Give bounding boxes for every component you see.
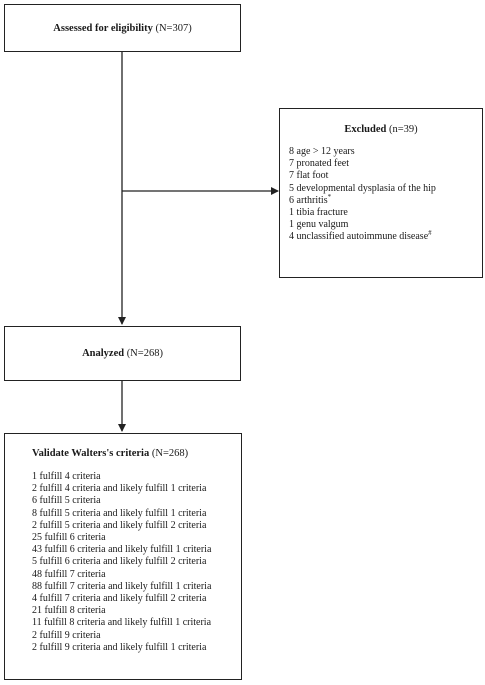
excluded-item: 5 developmental dysplasia of the hip xyxy=(289,183,482,195)
assessed-title: Assessed for eligibility (N=307) xyxy=(53,23,191,34)
validate-item: 48 fulfill 7 criteria xyxy=(32,568,106,580)
validate-item: 1 fulfill 4 criteria xyxy=(32,471,101,482)
excluded-item: 7 flat foot xyxy=(289,170,482,182)
validate-item: 25 fulfill 6 criteria xyxy=(32,532,106,544)
validate-item: 5 fulfill 6 criteria and likely fulfill … xyxy=(32,556,207,568)
excluded-item-text: 7 flat foot xyxy=(289,170,329,182)
excluded-item-text: 1 tibia fracture xyxy=(289,207,348,219)
analyzed-box: Analyzed (N=268) xyxy=(4,326,241,381)
validate-item: 4 fulfill 7 criteria and likely fulfill … xyxy=(32,593,207,605)
analyzed-label: Analyzed xyxy=(82,348,125,359)
excluded-item-text: 8 age > 12 years xyxy=(289,146,355,157)
excluded-label: Excluded xyxy=(344,124,387,135)
footnote-mark: # xyxy=(428,229,432,238)
excluded-count: (n=39) xyxy=(388,124,418,135)
validate-item: 2 fulfill 4 criteria and likely fulfill … xyxy=(32,483,207,495)
validate-count: (N=268) xyxy=(151,448,189,459)
validate-item: 2 fulfill 5 criteria and likely fulfill … xyxy=(32,519,207,531)
footnote-mark: * xyxy=(327,192,332,201)
excluded-item: 1 genu valgum xyxy=(289,219,482,231)
assessed-count: (N=307) xyxy=(155,22,192,34)
assessed-label: Assessed for eligibility xyxy=(53,22,153,34)
excluded-item-text: 7 pronated feet xyxy=(289,158,349,170)
validate-label: Validate Walters's criteria xyxy=(32,448,150,459)
validate-item: 8 fulfill 5 criteria and likely fulfill … xyxy=(32,507,207,519)
validate-item: 43 fulfill 6 criteria and likely fulfill… xyxy=(32,544,212,556)
validate-item: 88 fulfill 7 criteria and likely fulfill… xyxy=(32,580,212,592)
excluded-item-text: 5 developmental dysplasia of the hip xyxy=(289,182,436,194)
validate-item: 2 fulfill 9 criteria xyxy=(32,629,101,641)
excluded-item: 7 pronated feet xyxy=(289,158,482,170)
validate-box: Validate Walters's criteria (N=268) 1 fu… xyxy=(4,433,242,680)
analyzed-title: Analyzed (N=268) xyxy=(82,348,163,359)
excluded-item-text: 6 arthritis xyxy=(289,194,328,206)
excluded-item: 4 unclassified autoimmune disease# xyxy=(289,229,482,243)
excluded-title: Excluded (n=39) xyxy=(289,124,482,135)
excluded-item: 6 arthritis* xyxy=(289,192,482,207)
assessed-box: Assessed for eligibility (N=307) xyxy=(4,4,241,52)
validate-item: 11 fulfill 8 criteria and likely fulfill… xyxy=(32,617,212,629)
excluded-item-text: 4 unclassified autoimmune disease xyxy=(289,231,429,243)
validate-item: 2 fulfill 9 criteria and likely fulfill … xyxy=(32,641,207,653)
validate-title: Validate Walters's criteria (N=268) xyxy=(32,448,241,459)
validate-item: 21 fulfill 8 criteria xyxy=(32,605,106,617)
excluded-item-text: 1 genu valgum xyxy=(289,219,349,231)
excluded-item: 8 age > 12 years xyxy=(289,146,482,158)
validate-item: 6 fulfill 5 criteria xyxy=(32,495,101,507)
analyzed-count: (N=268) xyxy=(126,348,163,359)
excluded-item: 1 tibia fracture xyxy=(289,207,482,219)
